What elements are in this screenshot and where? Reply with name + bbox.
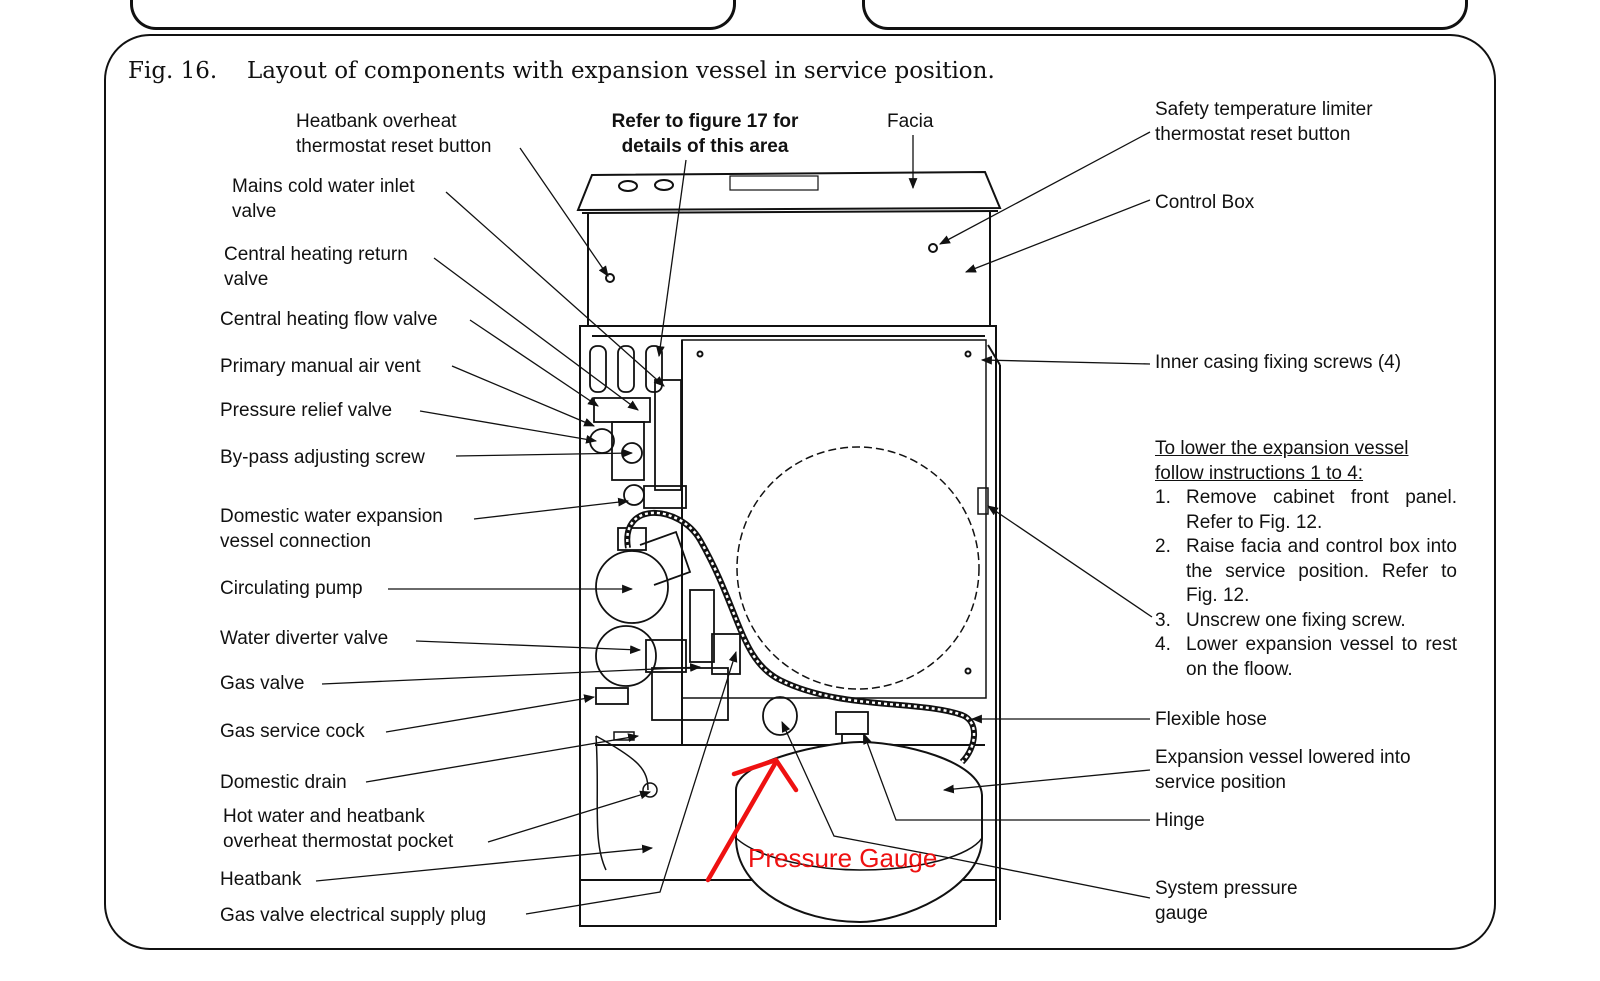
instruction-step: 2.Raise facia and control box into the s… xyxy=(1155,536,1457,606)
label-inner-casing-screws: Inner casing fixing screws (4) xyxy=(1155,352,1402,373)
label-facia: Facia xyxy=(887,111,934,132)
leader-system-pressure-gauge xyxy=(781,720,1151,899)
leader-gas-valve xyxy=(321,663,702,685)
label-bypass-screw: By-pass adjusting screw xyxy=(220,447,425,468)
figure-frame xyxy=(104,34,1496,950)
leader-gas-valve-supply-plug xyxy=(525,650,738,915)
instruction-step: 1.Remove cabinet front panel. Refer to F… xyxy=(1155,487,1457,533)
leader-pressure-relief-valve xyxy=(419,410,598,444)
leader-heatbank xyxy=(315,844,654,882)
flexible-hose-braid xyxy=(626,511,976,763)
facia xyxy=(576,170,1002,214)
flexible-hose xyxy=(624,509,978,765)
figure-title: Fig. 16. Layout of components with expans… xyxy=(128,58,995,84)
expansion-vessel-lowered xyxy=(735,740,983,924)
leader-hinge xyxy=(863,732,1150,821)
leader-inner-casing-screws xyxy=(980,355,1151,365)
leader-gas-service-cock xyxy=(385,694,596,733)
figure-number: Fig. 16. xyxy=(128,58,218,84)
valve-cluster xyxy=(589,345,687,509)
leader-safety-temperature-limiter xyxy=(939,131,1151,245)
figure-caption: Layout of components with expansion vess… xyxy=(247,58,995,84)
leader-heatbank-overheat-reset xyxy=(519,147,609,277)
instruction-list: 1.Remove cabinet front panel. Refer to F… xyxy=(1155,486,1457,682)
leader-expansion-vessel-lowered xyxy=(942,769,1151,794)
water-diverter-valve xyxy=(595,625,687,687)
label-primary-air-vent: Primary manual air vent xyxy=(220,356,421,377)
expansion-vessel-outline xyxy=(736,446,980,690)
leader-primary-air-vent xyxy=(451,365,596,427)
label-hinge: Hinge xyxy=(1155,810,1205,831)
label-pressure-relief-valve: Pressure relief valve xyxy=(220,400,393,421)
leader-hot-water-pocket xyxy=(487,790,652,843)
label-flexible-hose: Flexible hose xyxy=(1155,709,1267,730)
leader-bypass-screw xyxy=(455,448,634,458)
leader-water-diverter-valve xyxy=(415,640,642,654)
leader-ch-return-valve xyxy=(433,257,639,411)
instruction-step: 4.Lower expansion vessel to rest on the … xyxy=(1155,634,1457,680)
system-pressure-gauge xyxy=(762,696,798,736)
leader-ch-flow-valve xyxy=(469,319,599,407)
label-gas-valve: Gas valve xyxy=(220,673,305,694)
leader-lines xyxy=(315,131,1153,915)
label-domestic-drain: Domestic drain xyxy=(220,772,347,793)
label-control-box: Control Box xyxy=(1155,192,1255,213)
leader-dhw-expansion-connection xyxy=(473,497,630,520)
instruction-step: 3.Unscrew one fixing screw. xyxy=(1155,609,1406,631)
red-annotation-arrow xyxy=(705,757,799,883)
gas-valve xyxy=(595,589,741,721)
leader-mains-cold-water-inlet xyxy=(445,191,665,387)
leader-fixing-screw xyxy=(987,505,1153,618)
label-water-diverter-valve: Water diverter valve xyxy=(220,628,389,649)
leader-control-box xyxy=(964,199,1151,273)
control-box xyxy=(587,212,991,326)
leader-domestic-drain xyxy=(365,733,640,783)
label-ch-flow-valve: Central heating flow valve xyxy=(220,309,438,330)
leader-refer-figure-17 xyxy=(655,159,687,358)
label-gas-valve-supply-plug: Gas valve electrical supply plug xyxy=(220,905,487,926)
label-gas-service-cock: Gas service cock xyxy=(220,721,365,742)
circulating-pump xyxy=(595,527,692,624)
label-circulating-pump: Circulating pump xyxy=(220,578,363,599)
domestic-drain xyxy=(595,731,658,871)
hinge xyxy=(835,711,869,745)
pressure-gauge-annotation: Pressure Gauge xyxy=(748,843,938,873)
label-heatbank: Heatbank xyxy=(220,869,302,890)
